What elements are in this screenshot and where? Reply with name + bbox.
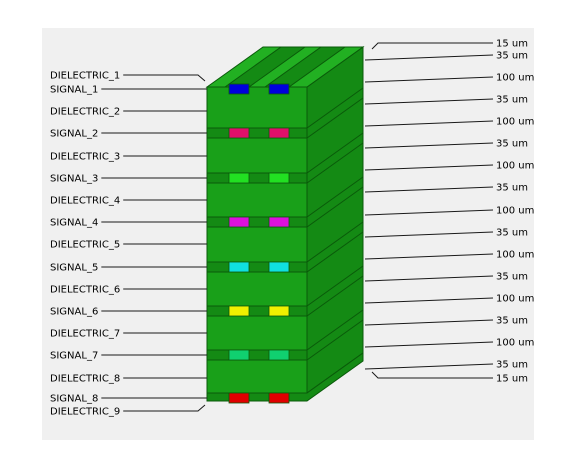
thickness-label-1: 15 um xyxy=(496,39,528,50)
signal-4-conductor-1 xyxy=(228,216,250,228)
signal-band-5 xyxy=(206,261,308,273)
thickness-label-12: 35 um xyxy=(496,272,528,283)
layer-label-4: SIGNAL_2 xyxy=(50,129,98,140)
signal-side-line-2 xyxy=(306,87,364,129)
thickness-label-15: 100 um xyxy=(496,338,534,349)
signal-band-7 xyxy=(206,349,308,361)
layer-label-15: DIELECTRIC_8 xyxy=(50,374,120,385)
leader-lines xyxy=(101,42,494,412)
signal-1-conductor-1 xyxy=(228,83,250,95)
thickness-label-16: 35 um xyxy=(496,360,528,371)
signal-1-conductor-2 xyxy=(268,83,290,95)
thickness-label-8: 35 um xyxy=(496,183,528,194)
thickness-label-6: 35 um xyxy=(496,139,528,150)
signal-band-4 xyxy=(206,216,308,228)
thickness-leader-3 xyxy=(364,76,494,83)
thickness-leader-6 xyxy=(364,142,494,149)
layer-label-1: DIELECTRIC_1 xyxy=(50,71,120,82)
thickness-leader-13 xyxy=(364,297,494,304)
signal-band-2 xyxy=(206,127,308,139)
signal-side-line-4 xyxy=(306,176,364,218)
signal-side-line-b-5 xyxy=(306,231,364,273)
thickness-label-5: 100 um xyxy=(496,117,534,128)
signal-4-conductor-2 xyxy=(268,216,290,228)
thickness-label-17: 15 um xyxy=(496,374,528,385)
signal-8-conductor-1 xyxy=(228,392,250,404)
signal-side-line-b-6 xyxy=(306,275,364,317)
layer-label-9: DIELECTRIC_5 xyxy=(50,240,120,251)
thickness-label-14: 35 um xyxy=(496,316,528,327)
layer-label-7: DIELECTRIC_4 xyxy=(50,196,120,207)
signal-5-conductor-2 xyxy=(268,261,290,273)
layer-stack xyxy=(205,46,365,404)
thickness-leader-4 xyxy=(364,98,494,105)
thickness-leader-11 xyxy=(364,253,494,260)
layer-label-13: DIELECTRIC_7 xyxy=(50,329,120,340)
layer-label-8: SIGNAL_4 xyxy=(50,218,98,229)
signal-8-conductor-2 xyxy=(268,392,290,404)
thickness-label-13: 100 um xyxy=(496,294,534,305)
signal-5-conductor-1 xyxy=(228,261,250,273)
thickness-leader-1 xyxy=(371,42,493,50)
layer-label-2: SIGNAL_1 xyxy=(50,85,98,96)
signal-7-conductor-1 xyxy=(228,349,250,361)
thickness-leader-2 xyxy=(364,54,494,61)
layer-label-12: SIGNAL_6 xyxy=(50,307,98,318)
signal-side-line-3 xyxy=(306,132,364,174)
thickness-label-3: 100 um xyxy=(496,73,534,84)
signal-3-conductor-2 xyxy=(268,172,290,184)
signal-band-3 xyxy=(206,172,308,184)
thickness-leader-5 xyxy=(364,120,494,127)
thickness-label-11: 100 um xyxy=(496,250,534,261)
layer-label-3: DIELECTRIC_2 xyxy=(50,107,120,118)
thickness-leader-17 xyxy=(371,371,493,379)
thickness-leader-8 xyxy=(364,186,494,193)
thickness-label-9: 100 um xyxy=(496,206,534,217)
signal-side-line-6 xyxy=(306,265,364,307)
signal-2-conductor-2 xyxy=(268,127,290,139)
signal-2-conductor-1 xyxy=(228,127,250,139)
signal-side-line-b-3 xyxy=(306,142,364,184)
thickness-label-7: 100 um xyxy=(496,161,534,172)
signal-side-line-5 xyxy=(306,221,364,263)
thickness-leader-15 xyxy=(364,341,494,348)
layer-label-5: DIELECTRIC_3 xyxy=(50,152,120,163)
thickness-leader-10 xyxy=(364,231,494,238)
layer-label-14: SIGNAL_7 xyxy=(50,351,98,362)
layer-label-16: SIGNAL_8 xyxy=(50,394,98,405)
signal-side-line-7 xyxy=(306,309,364,351)
layer-name-labels: DIELECTRIC_1SIGNAL_1DIELECTRIC_2SIGNAL_2… xyxy=(50,71,120,418)
thickness-label-2: 35 um xyxy=(496,51,528,62)
layer-label-10: SIGNAL_5 xyxy=(50,263,98,274)
signal-band-6 xyxy=(206,305,308,317)
stack-side-face xyxy=(306,46,364,394)
thickness-leader-9 xyxy=(364,209,494,216)
thickness-leader-16 xyxy=(364,363,494,370)
layer-label-11: DIELECTRIC_6 xyxy=(50,285,120,296)
thickness-leader-12 xyxy=(364,275,494,282)
thickness-label-4: 35 um xyxy=(496,95,528,106)
layer-label-6: SIGNAL_3 xyxy=(50,174,98,185)
signal-6-conductor-2 xyxy=(268,305,290,317)
signal-6-conductor-1 xyxy=(228,305,250,317)
signal-3-conductor-1 xyxy=(228,172,250,184)
thickness-leader-14 xyxy=(364,319,494,326)
thickness-leader-7 xyxy=(364,164,494,171)
layer-leader-1 xyxy=(123,74,206,82)
signal-side-line-b-2 xyxy=(306,97,364,139)
layer-leader-17 xyxy=(123,404,206,412)
signal-side-line-b-7 xyxy=(306,319,364,361)
signal-side-line-b-4 xyxy=(306,186,364,228)
thickness-label-10: 35 um xyxy=(496,228,528,239)
layer-label-17: DIELECTRIC_9 xyxy=(50,407,120,418)
signal-7-conductor-2 xyxy=(268,349,290,361)
